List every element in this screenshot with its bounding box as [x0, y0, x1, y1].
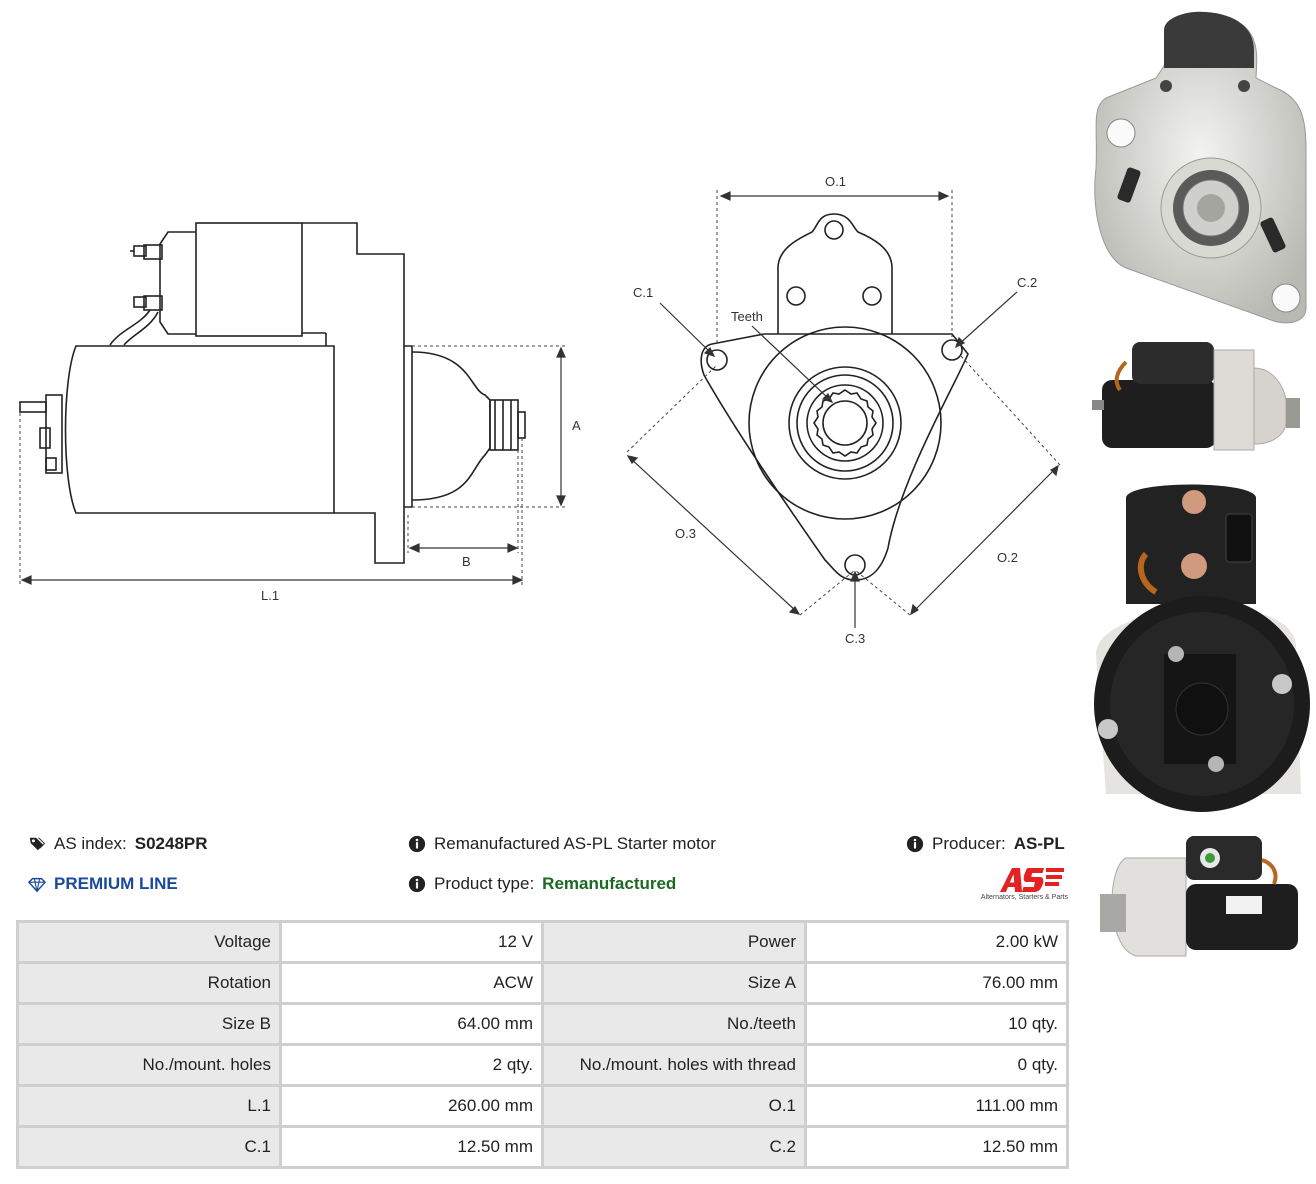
as-logo-icon: [1000, 868, 1064, 892]
technical-drawing: A B L.1: [19, 174, 1061, 646]
as-index: AS index: S0248PR: [28, 834, 208, 854]
solenoid-body: [195, 222, 303, 337]
spec-label: C.2: [541, 1125, 807, 1169]
spec-value: 0 qty.: [804, 1043, 1069, 1087]
spec-label: No./teeth: [541, 1002, 807, 1046]
producer: Producer: AS-PL: [906, 834, 1065, 854]
description: Remanufactured AS-PL Starter motor: [408, 834, 716, 854]
spec-value: 12.50 mm: [804, 1125, 1069, 1169]
label-b: B: [462, 554, 471, 569]
as-pl-logo[interactable]: Alternators, Starters & Parts: [964, 866, 1068, 901]
pinion-teeth: [813, 389, 877, 457]
producer-value: AS-PL: [1013, 834, 1065, 853]
label-c2: C.2: [1017, 275, 1037, 290]
spec-label: Rotation: [16, 961, 282, 1005]
product-type: Product type: Remanufactured: [408, 874, 676, 894]
as-index-label: AS index:: [54, 834, 127, 853]
as-index-value: S0248PR: [134, 834, 208, 853]
spec-value: 12.50 mm: [279, 1125, 544, 1169]
spec-value: 260.00 mm: [279, 1084, 544, 1128]
logo-tagline: Alternators, Starters & Parts: [980, 894, 1068, 901]
spec-value: 12 V: [279, 920, 544, 964]
top-lug: [777, 213, 893, 334]
drawing-svg: A B L.1: [19, 174, 1061, 646]
flange: [700, 333, 969, 581]
spec-label: C.1: [16, 1125, 282, 1169]
label-l1: L.1: [261, 588, 279, 603]
spec-value: 10 qty.: [804, 1002, 1069, 1046]
motor-body: [64, 345, 335, 514]
spec-label: L.1: [16, 1084, 282, 1128]
front-view: [700, 213, 969, 581]
spec-value: 2 qty.: [279, 1043, 544, 1087]
solenoid-cap: [159, 231, 196, 335]
label-o2: O.2: [997, 550, 1018, 565]
description-text: Remanufactured AS-PL Starter motor: [434, 834, 716, 853]
label-o1: O.1: [825, 174, 846, 189]
info-icon: [408, 875, 426, 893]
product-photo-rear[interactable]: [1086, 474, 1312, 818]
producer-label: Producer:: [932, 834, 1006, 853]
spec-value: ACW: [279, 961, 544, 1005]
info-icon: [408, 835, 426, 853]
spec-label: Voltage: [16, 920, 282, 964]
spec-value: 76.00 mm: [804, 961, 1069, 1005]
side-view: [19, 222, 526, 564]
spec-label: No./mount. holes: [16, 1043, 282, 1087]
label-c3: C.3: [845, 631, 865, 646]
label-teeth: Teeth: [731, 309, 763, 324]
label-a: A: [572, 418, 581, 433]
spec-label: Power: [541, 920, 807, 964]
housing-circle: [748, 326, 942, 520]
premium-line[interactable]: PREMIUM LINE: [28, 874, 178, 894]
product-type-label: Product type:: [434, 874, 535, 893]
spec-label: O.1: [541, 1084, 807, 1128]
label-c1: C.1: [633, 285, 653, 300]
spec-label: Size B: [16, 1002, 282, 1046]
spec-label: No./mount. holes with thread: [541, 1043, 807, 1087]
product-info: AS index: S0248PR PREMIUM LINE Remanufac…: [28, 832, 1068, 912]
label-o3: O.3: [675, 526, 696, 541]
product-photo-front-flange[interactable]: [1086, 8, 1312, 326]
premium-line-label: PREMIUM LINE: [54, 874, 178, 893]
product-photo-side-label[interactable]: [1086, 828, 1312, 970]
tags-icon: [29, 837, 46, 851]
info-icon: [906, 835, 924, 853]
diamond-icon: [28, 877, 46, 893]
product-photo-side[interactable]: [1086, 332, 1312, 466]
spec-value: 2.00 kW: [804, 920, 1069, 964]
product-type-value: Remanufactured: [542, 874, 677, 893]
spec-value: 64.00 mm: [279, 1002, 544, 1046]
spec-label: Size A: [541, 961, 807, 1005]
spec-value: 111.00 mm: [804, 1084, 1069, 1128]
